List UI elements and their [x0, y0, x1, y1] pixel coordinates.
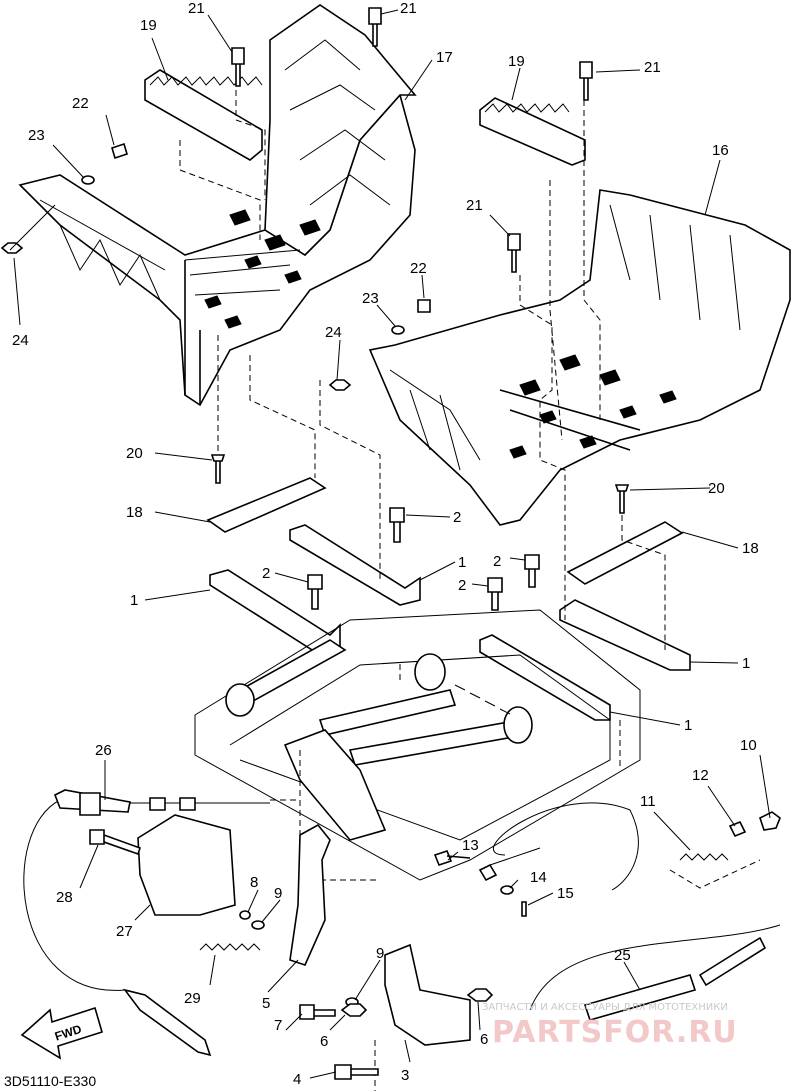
callout-22: 22: [72, 95, 89, 112]
callout-15: 15: [557, 885, 574, 902]
diagram-code: 3D51110-E330: [4, 1073, 96, 1089]
callout-17: 17: [436, 49, 453, 66]
right-footrest-board: [368, 189, 791, 526]
callout-4: 4: [293, 1071, 301, 1088]
callout-20: 20: [126, 445, 143, 462]
parking-brake-cable: [23, 789, 270, 1057]
callout-6: 6: [320, 1033, 328, 1050]
callout-23: 23: [28, 127, 45, 144]
callout-14: 14: [530, 869, 547, 886]
callout-21: 21: [400, 0, 417, 17]
right-footpeg: [479, 97, 586, 166]
left-footpeg: [144, 69, 263, 161]
callout-25: 25: [614, 947, 631, 964]
callout-13: 13: [462, 837, 479, 854]
callout-29: 29: [184, 990, 201, 1007]
callout-12: 12: [692, 767, 709, 784]
callout-20: 20: [708, 480, 725, 497]
callout-16: 16: [712, 142, 729, 159]
callout-1: 1: [130, 592, 138, 609]
callout-5: 5: [262, 995, 270, 1012]
callout-28: 28: [56, 889, 73, 906]
forward-direction-arrow: FWD: [20, 1006, 103, 1060]
callout-2: 2: [458, 577, 466, 594]
callout-9: 9: [376, 945, 384, 962]
callout-24: 24: [325, 324, 342, 341]
callout-22: 22: [410, 260, 427, 277]
callout-27: 27: [116, 923, 133, 940]
callout-23: 23: [362, 290, 379, 307]
vehicle-frame: [194, 609, 641, 881]
callout-2: 2: [493, 553, 501, 570]
callout-3: 3: [401, 1067, 409, 1084]
callout-21: 21: [644, 59, 661, 76]
callout-labels: 21 21 19 17 19 21 22 23 16 21 24 22 23 2…: [12, 0, 759, 1088]
callout-19: 19: [140, 17, 157, 34]
callout-8: 8: [250, 874, 258, 891]
watermark: ЗАПЧАСТИ И АКСЕССУАРЫ ДЛЯ МОТОТЕХНИКИ PA…: [482, 1002, 738, 1050]
callout-2: 2: [453, 509, 461, 526]
callout-10: 10: [740, 737, 757, 754]
alignment-lines: [179, 90, 761, 1091]
callout-1: 1: [458, 554, 466, 571]
callout-21: 21: [466, 197, 483, 214]
callout-19: 19: [508, 53, 525, 70]
callout-24: 24: [12, 332, 29, 349]
callout-18: 18: [742, 540, 759, 557]
callout-7: 7: [274, 1017, 282, 1034]
left-footrest-board: [18, 4, 417, 407]
mounting-brackets: [206, 477, 691, 721]
watermark-caption: ЗАПЧАСТИ И АКСЕССУАРЫ ДЛЯ МОТОТЕХНИКИ: [482, 1002, 728, 1013]
callout-26: 26: [95, 742, 112, 759]
callout-9: 9: [274, 885, 282, 902]
brake-lever-assembly: [89, 814, 494, 1080]
callout-2: 2: [262, 565, 270, 582]
callout-6: 6: [480, 1031, 488, 1048]
leader-lines: [9, 9, 771, 1079]
watermark-logo: PARTSFOR.RU: [492, 1015, 738, 1050]
callout-11: 11: [640, 793, 656, 810]
callout-21: 21: [188, 0, 205, 17]
brake-cable-rear: [433, 802, 781, 1021]
callout-1: 1: [742, 655, 750, 672]
callout-18: 18: [126, 504, 143, 521]
callout-1: 1: [684, 717, 692, 734]
